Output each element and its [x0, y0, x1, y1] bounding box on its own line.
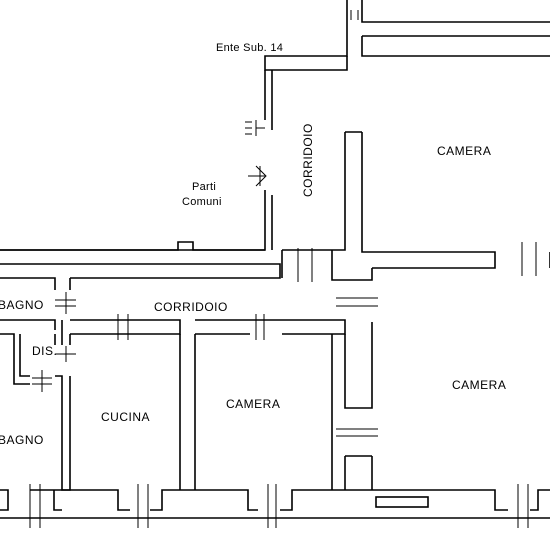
- opening-corridor-doors: [117, 314, 265, 340]
- wall-bottom-1: [30, 489, 130, 511]
- opening-upper-band: [297, 242, 537, 282]
- wall-corridor-h-bottom-2: [195, 319, 346, 335]
- label-parti: Parti: [192, 181, 216, 193]
- wall-dis-bottom: [55, 375, 71, 491]
- wall-right-room-outer: [331, 264, 373, 281]
- wall-bottom-outer: [0, 489, 9, 511]
- label-camera-middle: CAMERA: [226, 397, 280, 411]
- wall-band-top: [0, 241, 265, 251]
- opening-top-stub: [350, 10, 359, 20]
- wall-top-stub: [264, 0, 348, 71]
- opening-dis: [32, 346, 76, 392]
- opening-bottom-windows: [29, 484, 529, 528]
- label-camera-right: CAMERA: [452, 378, 506, 392]
- walls: [0, 0, 550, 519]
- opening-bagno-top: [55, 292, 76, 314]
- label-camera-top-right: CAMERA: [437, 144, 491, 158]
- wall-top-right: [361, 0, 550, 23]
- wall-bottom-4: [530, 489, 550, 511]
- wall-bagno-left-4: [19, 334, 30, 377]
- openings: [29, 10, 537, 528]
- wall-bottom-1b: [53, 490, 62, 511]
- wall-bagno-left: [0, 277, 56, 290]
- label-corridoio-horizontal: CORRIDOIO: [154, 300, 228, 314]
- wall-bagno-left-3: [0, 333, 30, 385]
- label-corridoio-vertical: CORRIDOIO: [301, 123, 315, 197]
- wall-corridor-left-low: [0, 190, 266, 251]
- label-ente-sub: Ente Sub. 14: [216, 42, 283, 54]
- opening-corridor-right: [336, 297, 378, 437]
- room-labels: Ente Sub. 14 Parti Comuni CORRIDOIO CAME…: [0, 42, 506, 447]
- opening-entrance-arrow: [248, 165, 267, 187]
- wall-bagno-left-2: [0, 319, 56, 330]
- wall-bottom-2: [150, 489, 258, 511]
- label-bagno-bottom: BAGNO: [0, 433, 44, 447]
- label-dis: DIS.: [32, 344, 57, 358]
- wall-corridor-right: [282, 132, 346, 251]
- opening-corridor-left: [245, 120, 265, 136]
- wall-corridor-top: [272, 56, 348, 71]
- label-comuni: Comuni: [182, 196, 222, 208]
- wall-corridor-right-outer: [361, 132, 496, 269]
- wall-bottom-sill: [375, 496, 429, 508]
- label-cucina: CUCINA: [101, 410, 150, 424]
- wall-bottom-3: [280, 489, 508, 511]
- label-bagno-top: BAGNO: [0, 298, 44, 312]
- wall-corridor-top-right: [361, 36, 550, 57]
- wall-camera-mid-right-2: [344, 322, 373, 409]
- wall-band-lower: [0, 263, 281, 279]
- wall-corridor-h-bottom: [70, 319, 181, 335]
